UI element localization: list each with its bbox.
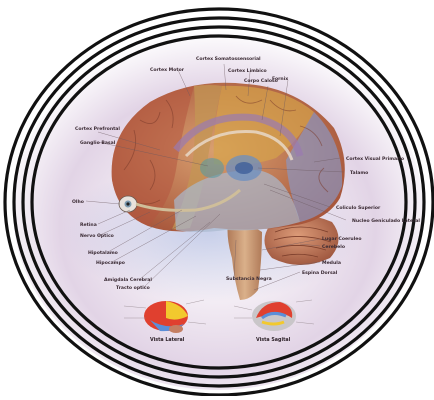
label-substancia-negra: Substancia Negra: [226, 276, 272, 282]
label-hipotalamo: Hipotalamo: [88, 250, 118, 256]
label-talamo: Talamo: [350, 170, 368, 176]
basal-ganglia: [200, 158, 224, 178]
label-olho: Olho: [72, 199, 84, 205]
label-nervo-optico: Nervo Optico: [80, 233, 114, 239]
label-tracto-optico: Tracto optico: [116, 285, 150, 291]
label-fornix: Fornix: [272, 76, 288, 82]
caption-vista-sagital: Vista Sagital: [256, 337, 291, 343]
label-ganglio-basal: Ganglio Basal: [80, 140, 116, 146]
thalamus-core: [235, 162, 253, 174]
label-cortex-prefrontal: Cortex Prefrontal: [75, 126, 120, 132]
label-cortex-somatosensorial: Cortex Somatossensorial: [196, 56, 261, 62]
label-coliculo-superior: Coliculo Superior: [336, 205, 381, 211]
label-amigdala: Amigdala Cerebral: [104, 277, 152, 283]
label-cortex-motor: Cortex Motor: [150, 67, 185, 73]
label-cortex-visual-primario: Cortex Visual Primario: [346, 156, 404, 162]
label-cortex-limbico: Cortex Limbico: [228, 68, 267, 74]
label-cerebelo: Cerebelo: [322, 244, 345, 250]
label-hipocampo: Hipocampo: [96, 260, 125, 266]
label-espina-dorsal: Espina Dorsal: [302, 270, 338, 276]
caption-vista-lateral: Vista Lateral: [150, 337, 185, 343]
label-medula: Medula: [322, 260, 341, 266]
label-retina: Retina: [80, 222, 97, 228]
label-nucleo-geniculado-lateral: Nucleo Geniculado Lateral: [352, 218, 420, 224]
label-lugar-coeruleo: Lugar Coeruleo: [322, 236, 361, 242]
